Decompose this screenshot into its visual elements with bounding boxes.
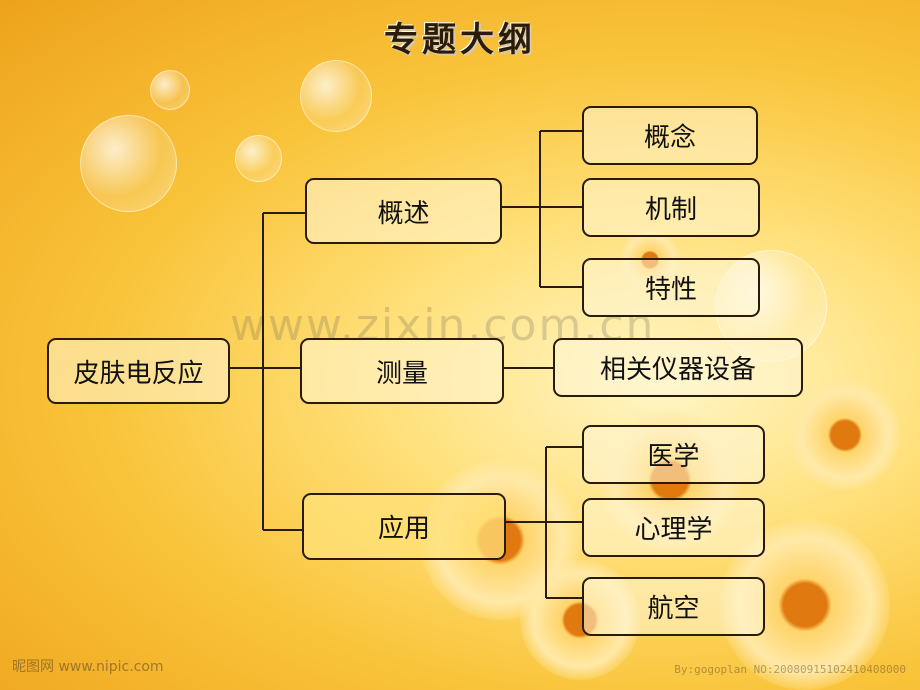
branch-node-application[interactable]: 应用 bbox=[302, 493, 506, 560]
branch-node-overview[interactable]: 概述 bbox=[305, 178, 502, 244]
leaf-node-psychology[interactable]: 心理学 bbox=[582, 498, 765, 557]
root-node[interactable]: 皮肤电反应 bbox=[47, 338, 230, 404]
leaf-node-instruments[interactable]: 相关仪器设备 bbox=[553, 338, 803, 397]
leaf-node-characteristics[interactable]: 特性 bbox=[582, 258, 760, 317]
copyright-text: By:gogoplan NO:20080915102410408000 bbox=[674, 663, 906, 676]
leaf-node-concept[interactable]: 概念 bbox=[582, 106, 758, 165]
leaf-node-mechanism[interactable]: 机制 bbox=[582, 178, 760, 237]
site-logo-left: 昵图网 www.nipic.com bbox=[12, 659, 164, 675]
page-title: 专题大纲 bbox=[384, 20, 536, 60]
leaf-node-medicine[interactable]: 医学 bbox=[582, 425, 765, 484]
branch-node-measurement[interactable]: 测量 bbox=[300, 338, 504, 404]
leaf-node-aviation[interactable]: 航空 bbox=[582, 577, 765, 636]
